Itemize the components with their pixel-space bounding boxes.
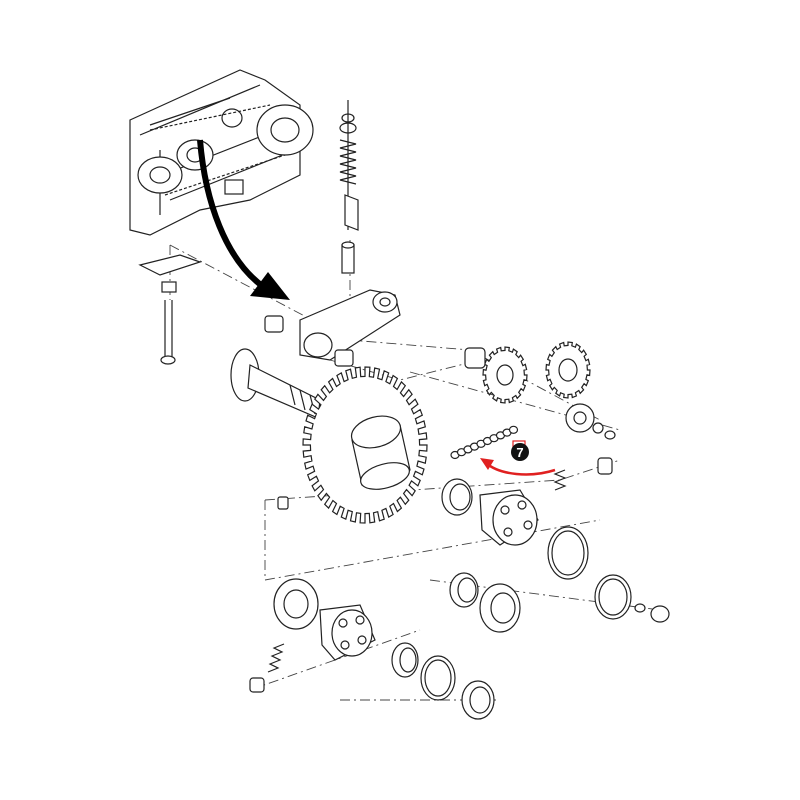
- sprocket-bore: [558, 358, 578, 382]
- callout-7: 7: [511, 440, 529, 461]
- pointer-arrow: [197, 139, 290, 300]
- sprocket-bore: [496, 364, 514, 386]
- machine-frame-illustration: [129, 69, 314, 236]
- left-bolt-bracket: [138, 254, 202, 365]
- highlight-arrow: [480, 458, 556, 476]
- callout-label: 7: [516, 445, 523, 460]
- spring-bolt-assembly: [339, 100, 359, 274]
- clutch-assembly-lower: [249, 572, 670, 720]
- clutch-assembly-upper: [441, 457, 613, 580]
- tension-arm: [264, 289, 401, 367]
- idler-bushings: [464, 347, 616, 440]
- shaft-flange: [230, 348, 321, 419]
- sprocket-hub: [277, 415, 411, 510]
- chain-link: [508, 425, 519, 434]
- drive-chain: [450, 425, 519, 460]
